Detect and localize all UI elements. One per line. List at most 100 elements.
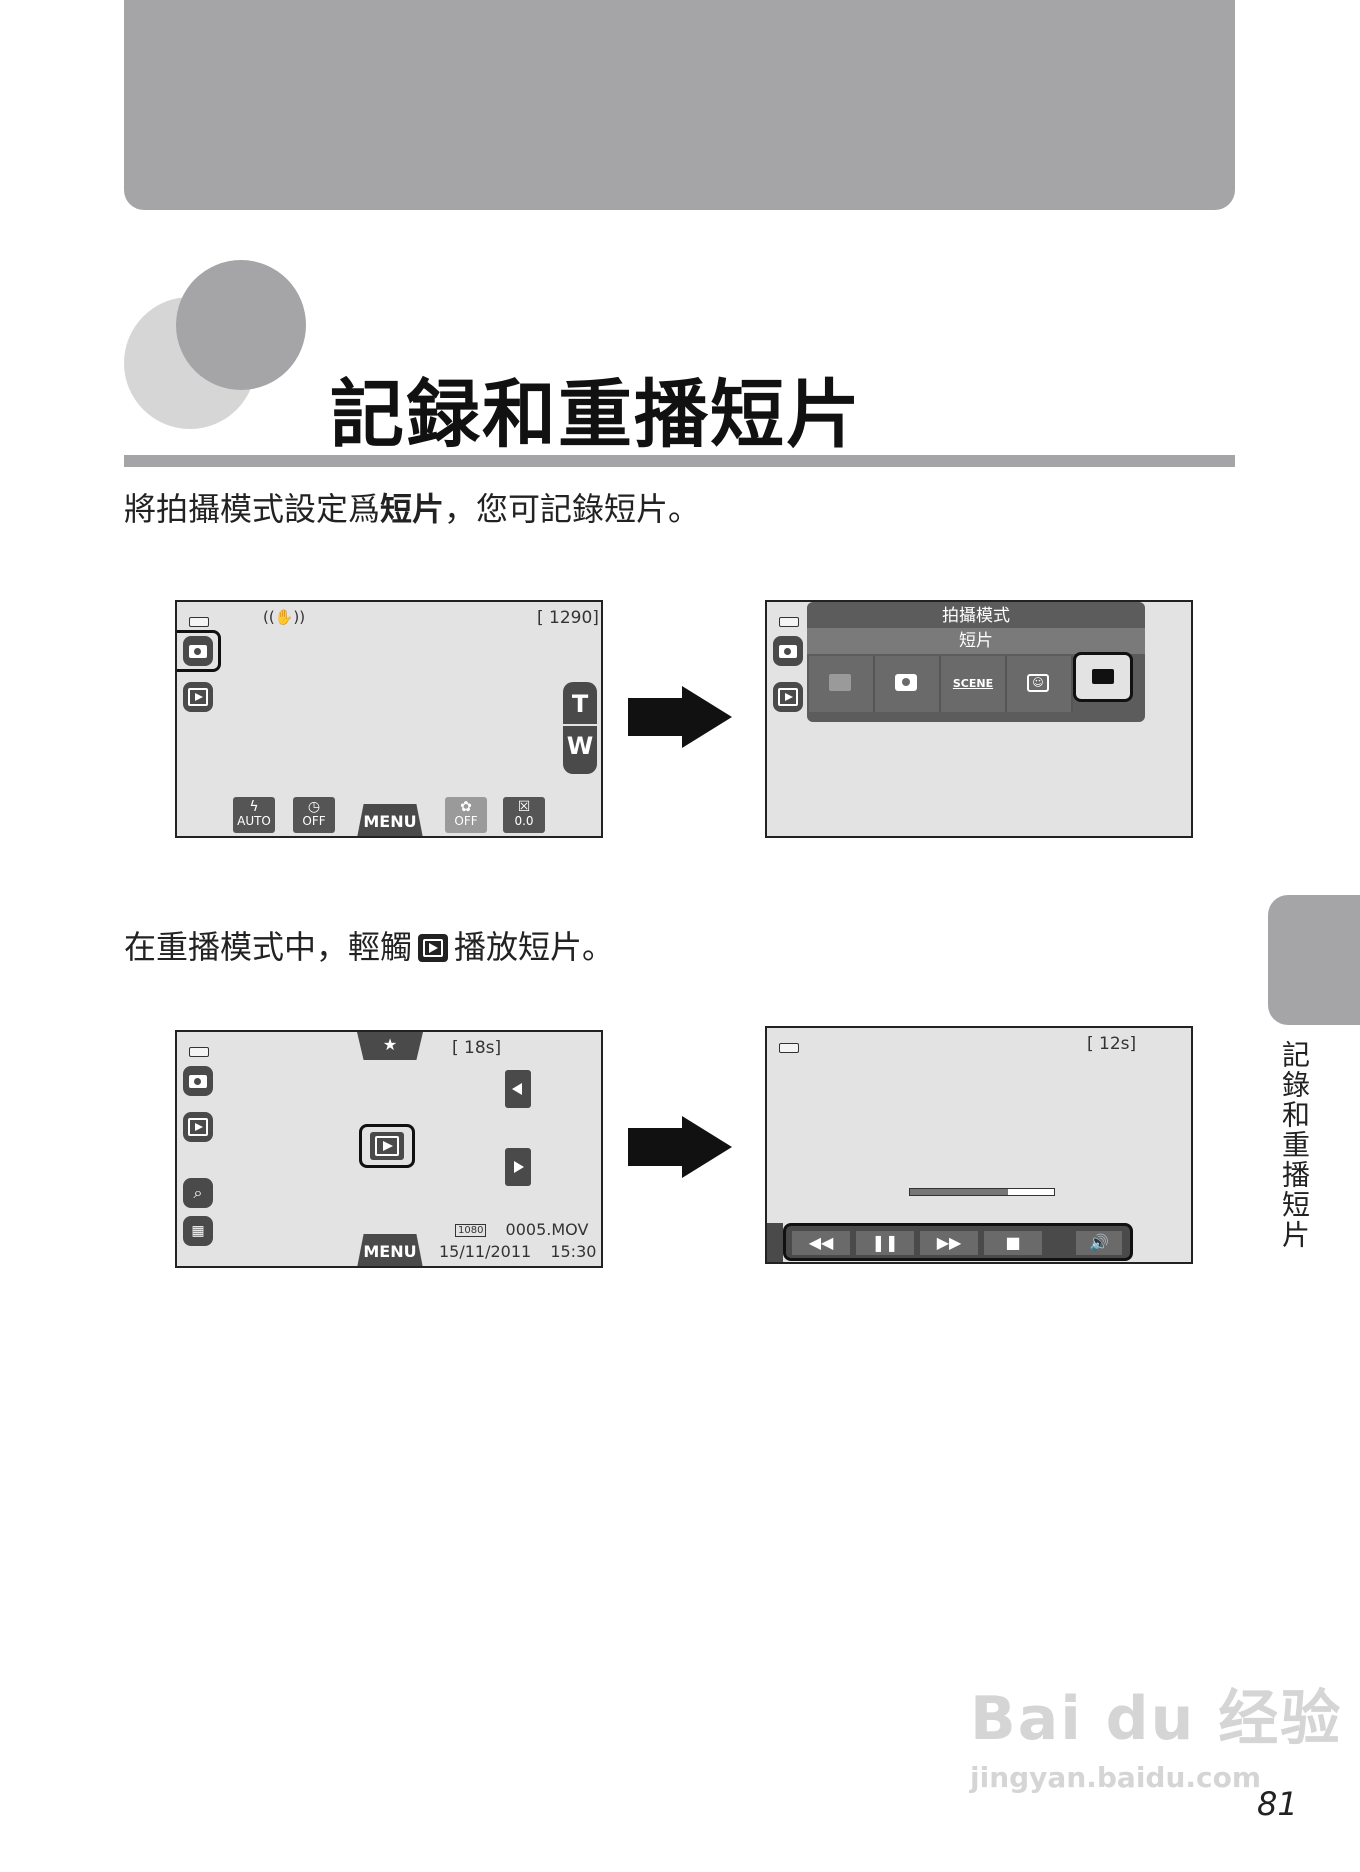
intro-text-1: 將拍攝模式設定爲 bbox=[124, 490, 381, 528]
chapter-side-label: 記錄和重播短片 bbox=[1278, 1040, 1311, 1250]
shooting-mode-button[interactable] bbox=[183, 1066, 213, 1096]
flash-mode-button[interactable]: ϟ AUTO bbox=[233, 797, 275, 833]
favorite-star-button[interactable]: ★ bbox=[357, 1032, 423, 1060]
rewind-icon: ◀◀ bbox=[808, 1233, 834, 1252]
smile-icon: ☺ bbox=[1027, 674, 1049, 692]
zoom-wide-label[interactable]: W bbox=[566, 732, 594, 760]
right-arrow-icon bbox=[514, 1161, 524, 1173]
baidu-watermark: Bai du 经验 jingyan.baidu.com bbox=[970, 1670, 1342, 1794]
recording-time: 15:30 bbox=[550, 1242, 597, 1261]
movie-camera-icon bbox=[1092, 669, 1114, 684]
zoom-control[interactable]: T W bbox=[563, 682, 597, 774]
remaining-playback-time: [ 12s] bbox=[1087, 1034, 1137, 1054]
playback-mode-button[interactable] bbox=[183, 682, 213, 712]
shots-remaining: [ 1290] bbox=[537, 608, 599, 628]
movie-file-info: 1080 0005.MOV bbox=[455, 1220, 588, 1239]
shooting-screen: ((✋)) [ 1290] T W ϟ AUTO ◷ OFF MENU ✿ OF… bbox=[175, 600, 603, 838]
magnifier-icon: ⌕ bbox=[193, 1183, 203, 1202]
volume-button[interactable]: 🔊 bbox=[1076, 1231, 1122, 1255]
stop-icon: ■ bbox=[1005, 1233, 1021, 1252]
movie-mode-option[interactable] bbox=[1073, 652, 1133, 702]
playback-controls-bar: ◀◀ ❚❚ ▶▶ ■ 🔊 bbox=[783, 1223, 1133, 1261]
zoom-playback-button[interactable]: ⌕ bbox=[183, 1178, 213, 1208]
macro-mode-button[interactable]: ✿ OFF bbox=[445, 797, 487, 833]
file-name: 0005.MOV bbox=[505, 1220, 589, 1239]
next-image-button[interactable] bbox=[505, 1148, 531, 1186]
left-arrow-icon bbox=[512, 1083, 522, 1095]
menu-button[interactable]: MENU bbox=[357, 1234, 423, 1266]
exposure-icon: ☒ bbox=[517, 799, 531, 815]
subject-tracking-mode-option[interactable]: ☺ bbox=[1007, 656, 1073, 712]
arrow-right-icon bbox=[628, 1116, 732, 1178]
playback-text-1: 在重播模式中，輕觸 bbox=[124, 928, 413, 966]
recording-date: 15/11/2011 bbox=[439, 1242, 532, 1261]
selected-mode-name: 短片 bbox=[807, 628, 1145, 654]
smart-portrait-icon bbox=[829, 674, 851, 691]
flash-icon: ϟ bbox=[249, 799, 259, 815]
shooting-mode-panel: 拍攝模式 短片 SCENE ☺ bbox=[807, 602, 1145, 722]
rewind-button[interactable]: ◀◀ bbox=[792, 1231, 850, 1255]
playback-icon bbox=[778, 688, 798, 706]
menu-button[interactable]: MENU bbox=[357, 804, 423, 836]
chapter-header-banner bbox=[124, 0, 1235, 210]
smart-portrait-icon bbox=[779, 645, 797, 658]
self-timer-icon: ◷ bbox=[307, 799, 321, 815]
fast-forward-button[interactable]: ▶▶ bbox=[920, 1231, 978, 1255]
pause-icon: ❚❚ bbox=[871, 1233, 899, 1252]
zoom-tele-label[interactable]: T bbox=[571, 690, 589, 718]
battery-icon bbox=[189, 617, 209, 627]
play-movie-button[interactable] bbox=[359, 1124, 415, 1168]
decorative-circle-dark bbox=[176, 260, 306, 390]
control-bar-edge bbox=[767, 1223, 783, 1262]
playback-icon bbox=[188, 1118, 208, 1136]
playback-screen: ★ [ 18s] ⌕ ▦ 1080 0005.MOV 15/11/2011 15… bbox=[175, 1030, 603, 1268]
shooting-mode-button[interactable] bbox=[773, 636, 803, 666]
pause-button[interactable]: ❚❚ bbox=[856, 1231, 914, 1255]
exposure-value: 0.0 bbox=[514, 814, 534, 828]
movie-playback-screen: [ 12s] ◀◀ ❚❚ ▶▶ ■ 🔊 bbox=[765, 1026, 1193, 1264]
exposure-compensation-button[interactable]: ☒ 0.0 bbox=[503, 797, 545, 833]
battery-icon bbox=[779, 617, 799, 627]
vibration-reduction-icon: ((✋)) bbox=[263, 608, 306, 626]
watermark-url: jingyan.baidu.com bbox=[970, 1761, 1262, 1794]
playback-mode-button[interactable] bbox=[183, 1112, 213, 1142]
stop-button[interactable]: ■ bbox=[984, 1231, 1042, 1255]
watermark-brand: Bai du 经验 bbox=[970, 1684, 1343, 1754]
speaker-icon: 🔊 bbox=[1089, 1233, 1109, 1252]
macro-mode-label: OFF bbox=[454, 814, 478, 828]
playback-progress-fill bbox=[910, 1189, 1008, 1195]
page-number: 81 bbox=[1257, 1785, 1298, 1823]
battery-icon bbox=[189, 1047, 209, 1057]
previous-image-button[interactable] bbox=[505, 1070, 531, 1108]
playback-icon bbox=[188, 688, 208, 706]
arrow-right-icon bbox=[628, 686, 732, 748]
playback-paragraph: 在重播模式中，輕觸 播放短片。 bbox=[124, 922, 614, 968]
playback-text-2: 播放短片。 bbox=[454, 928, 615, 966]
movie-duration: [ 18s] bbox=[452, 1038, 502, 1058]
self-timer-button[interactable]: ◷ OFF bbox=[293, 797, 335, 833]
scene-mode-option[interactable]: SCENE bbox=[941, 656, 1007, 712]
shooting-mode-button[interactable] bbox=[183, 636, 213, 666]
fast-forward-icon: ▶▶ bbox=[936, 1233, 962, 1252]
playback-mode-button[interactable] bbox=[773, 682, 803, 712]
intro-text-2: ，您可記錄短片。 bbox=[444, 490, 701, 528]
auto-mode-option[interactable] bbox=[875, 656, 941, 712]
smart-portrait-icon bbox=[189, 645, 207, 658]
flash-mode-label: AUTO bbox=[237, 814, 271, 828]
resolution-tag: 1080 bbox=[455, 1224, 487, 1237]
chapter-title: 記録和重播短片 bbox=[330, 372, 862, 458]
battery-icon bbox=[779, 1043, 799, 1053]
shooting-mode-highlight bbox=[177, 630, 221, 672]
thumbnail-grid-icon: ▦ bbox=[191, 1223, 205, 1239]
thumbnail-view-button[interactable]: ▦ bbox=[183, 1216, 213, 1246]
date-time-stamp: 15/11/2011 15:30 bbox=[439, 1242, 596, 1261]
intro-text-bold: 短片 bbox=[380, 490, 445, 528]
playback-progress-bar bbox=[909, 1188, 1055, 1196]
camera-icon bbox=[189, 1075, 207, 1088]
mode-options-row: SCENE ☺ bbox=[807, 652, 1145, 718]
camera-icon bbox=[895, 674, 917, 691]
shooting-mode-title: 拍攝模式 bbox=[942, 606, 1010, 626]
macro-flower-icon: ✿ bbox=[460, 799, 472, 815]
playback-button-icon bbox=[418, 934, 449, 962]
smart-portrait-mode-option[interactable] bbox=[809, 656, 875, 712]
